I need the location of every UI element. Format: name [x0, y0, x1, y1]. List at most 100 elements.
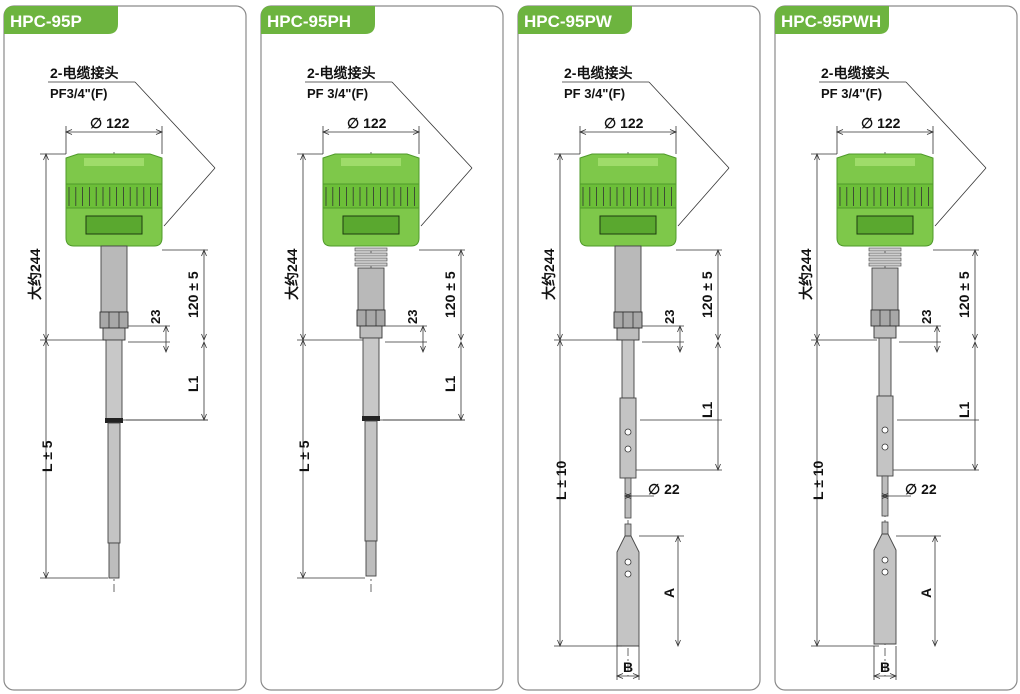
- head-ribs: [65, 183, 163, 209]
- bolt-hole: [881, 443, 889, 451]
- thread: [359, 325, 383, 339]
- dim-A-arrow-top: [932, 534, 938, 543]
- connector-label: 2-电缆接头: [307, 65, 375, 81]
- height-label: 大约244: [27, 248, 43, 300]
- dim-L-arrow-bottom: [814, 639, 820, 648]
- dim-120-arrow-top: [458, 248, 464, 257]
- nameplate: [85, 215, 143, 235]
- dim-120-arrow-top: [972, 248, 978, 257]
- dim-A: [675, 534, 681, 648]
- diameter-dim-arrow-right: [669, 129, 678, 135]
- dim-L-arrow-bottom: [557, 639, 563, 648]
- head-cap-recess: [598, 158, 658, 166]
- dim-23-arrow-top: [420, 324, 426, 333]
- dim-L1: [972, 340, 978, 472]
- dim-B: [872, 673, 898, 679]
- diameter-label: ∅ 122: [347, 115, 387, 131]
- head-ribs: [322, 183, 420, 209]
- diameter-dim: [578, 129, 678, 135]
- rod-upper: [621, 339, 635, 399]
- rod-collar: [362, 416, 380, 421]
- dim-L-label: L ± 5: [39, 440, 55, 472]
- cooling-fin: [354, 257, 388, 262]
- dim-A-arrow-top: [675, 534, 681, 543]
- connector-thread: PF 3/4"(F): [821, 86, 882, 101]
- cooling-fin: [868, 247, 902, 252]
- dim-B-label: B: [623, 659, 633, 675]
- connector-label: 2-电缆接头: [50, 65, 118, 81]
- title-tab: [261, 6, 375, 34]
- connector-leader: [420, 167, 473, 227]
- panel-frame: [517, 5, 761, 691]
- dim-L-label: L ± 10: [553, 460, 569, 500]
- dim-120-label: 120 ± 5: [699, 271, 715, 318]
- connector-thread: PF 3/4"(F): [307, 86, 368, 101]
- bolt-hole: [624, 428, 632, 436]
- panel-title: HPC-95PWH: [781, 12, 881, 31]
- panel-title: HPC-95PW: [524, 12, 613, 31]
- hex-nut: [99, 311, 129, 329]
- dim-L: [43, 338, 49, 580]
- dim-120-arrow-bottom: [458, 333, 464, 342]
- panel-frame: [3, 5, 247, 691]
- connector-leader: [905, 81, 987, 169]
- dim-B-arrow-right: [632, 673, 641, 679]
- rod-collar: [105, 418, 123, 423]
- dim-23-arrow-top: [677, 324, 683, 333]
- dim-A-label: A: [918, 588, 934, 598]
- panel-title: HPC-95PH: [267, 12, 351, 31]
- dim-L-label: L ± 10: [810, 460, 826, 500]
- weight: [616, 535, 640, 647]
- thread: [873, 325, 897, 339]
- dim-L1-arrow-bottom: [201, 413, 207, 422]
- wire: [624, 477, 632, 519]
- height-label: 大约244: [541, 248, 557, 300]
- panel-frame: [774, 5, 1018, 691]
- cooling-fin: [868, 262, 902, 267]
- dim-L-arrow-top: [43, 338, 49, 347]
- bolt-hole: [881, 568, 889, 576]
- dim-B-arrow-left: [615, 673, 624, 679]
- dim-L-arrow-top: [300, 338, 306, 347]
- dim-120-arrow-top: [201, 248, 207, 257]
- dim-L-label: L ± 5: [296, 440, 312, 472]
- title-tab: [4, 6, 118, 34]
- title-tab: [775, 6, 889, 34]
- dim-L-arrow-top: [557, 338, 563, 347]
- bolt-hole: [881, 556, 889, 564]
- diameter-dim-arrow-left: [835, 129, 844, 135]
- dim-23: [934, 324, 940, 354]
- connector-leader: [391, 81, 473, 169]
- bolt-hole: [624, 558, 632, 566]
- height-dim-arrow-top: [557, 152, 563, 161]
- dim-L1-arrow-top: [201, 340, 207, 349]
- cooling-fin: [354, 247, 388, 252]
- head-cap-recess: [84, 158, 144, 166]
- neck-tube: [871, 267, 899, 311]
- dim-120-label: 120 ± 5: [185, 271, 201, 318]
- diameter-dim-arrow-right: [412, 129, 421, 135]
- neck-tube: [357, 267, 385, 311]
- panel-frame: [260, 5, 504, 691]
- thread: [102, 327, 126, 341]
- neck-tube: [100, 245, 128, 313]
- height-dim-arrow-top: [814, 152, 820, 161]
- diameter-dim-arrow-right: [155, 129, 164, 135]
- hex-nut: [870, 309, 900, 327]
- dim-L1-arrow-top: [715, 340, 721, 349]
- rod-upper: [878, 337, 892, 397]
- diameter-dim-arrow-left: [578, 129, 587, 135]
- dim-120-label: 120 ± 5: [442, 271, 458, 318]
- dim-A-arrow-bottom: [675, 639, 681, 648]
- bolt-hole: [881, 426, 889, 434]
- dim-B: [615, 673, 641, 679]
- connector-label: 2-电缆接头: [821, 65, 889, 81]
- diameter-label: ∅ 122: [90, 115, 130, 131]
- dim-L: [300, 338, 306, 580]
- head-cap-recess: [341, 158, 401, 166]
- weight: [873, 533, 897, 645]
- dim-23-label: 23: [662, 310, 677, 324]
